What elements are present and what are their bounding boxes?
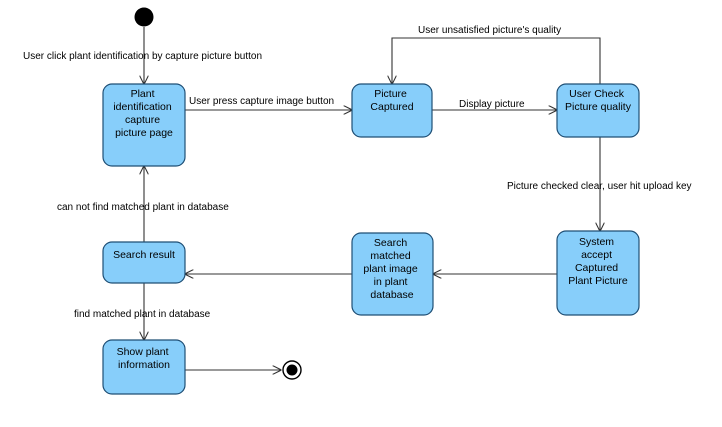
label-result-to-show: find matched plant in database — [74, 309, 211, 320]
state-system-accept-label: System accept Captured Plant Picture — [568, 236, 628, 287]
state-search-matched-label: Search matched plant image in plant data… — [363, 237, 420, 301]
final-node — [282, 360, 302, 380]
state-picture-captured-label: Picture Captured — [370, 88, 413, 113]
edge-labels: User click plant identification by captu… — [23, 25, 692, 320]
state-picture-captured: Picture Captured — [351, 83, 433, 138]
state-system-accept: System accept Captured Plant Picture — [556, 230, 640, 316]
label-check-to-captured: User unsatisfied picture's quality — [418, 25, 561, 36]
state-search-result-label: Search result — [113, 249, 175, 261]
initial-node — [134, 7, 154, 27]
state-search-result: Search result — [102, 241, 186, 284]
state-capture-page: Plant identification capture picture pag… — [102, 83, 186, 167]
label-result-to-capture: can not find matched plant in database — [57, 202, 229, 213]
label-capture-to-captured: User press capture image button — [189, 96, 334, 107]
state-show-plant-label: Show plant information — [117, 346, 172, 371]
edges — [144, 27, 600, 370]
label-start-to-capture: User click plant identification by captu… — [23, 51, 262, 62]
state-user-check-label: User Check Picture quality — [565, 88, 632, 113]
label-check-to-accept: Picture checked clear, user hit upload k… — [507, 181, 692, 192]
state-user-check: User Check Picture quality — [556, 83, 640, 138]
label-captured-to-check: Display picture — [459, 99, 525, 110]
state-search-matched: Search matched plant image in plant data… — [351, 232, 434, 316]
state-show-plant: Show plant information — [102, 339, 186, 395]
edge-check-to-captured — [392, 37, 601, 84]
state-capture-page-label: Plant identification capture picture pag… — [113, 88, 174, 139]
